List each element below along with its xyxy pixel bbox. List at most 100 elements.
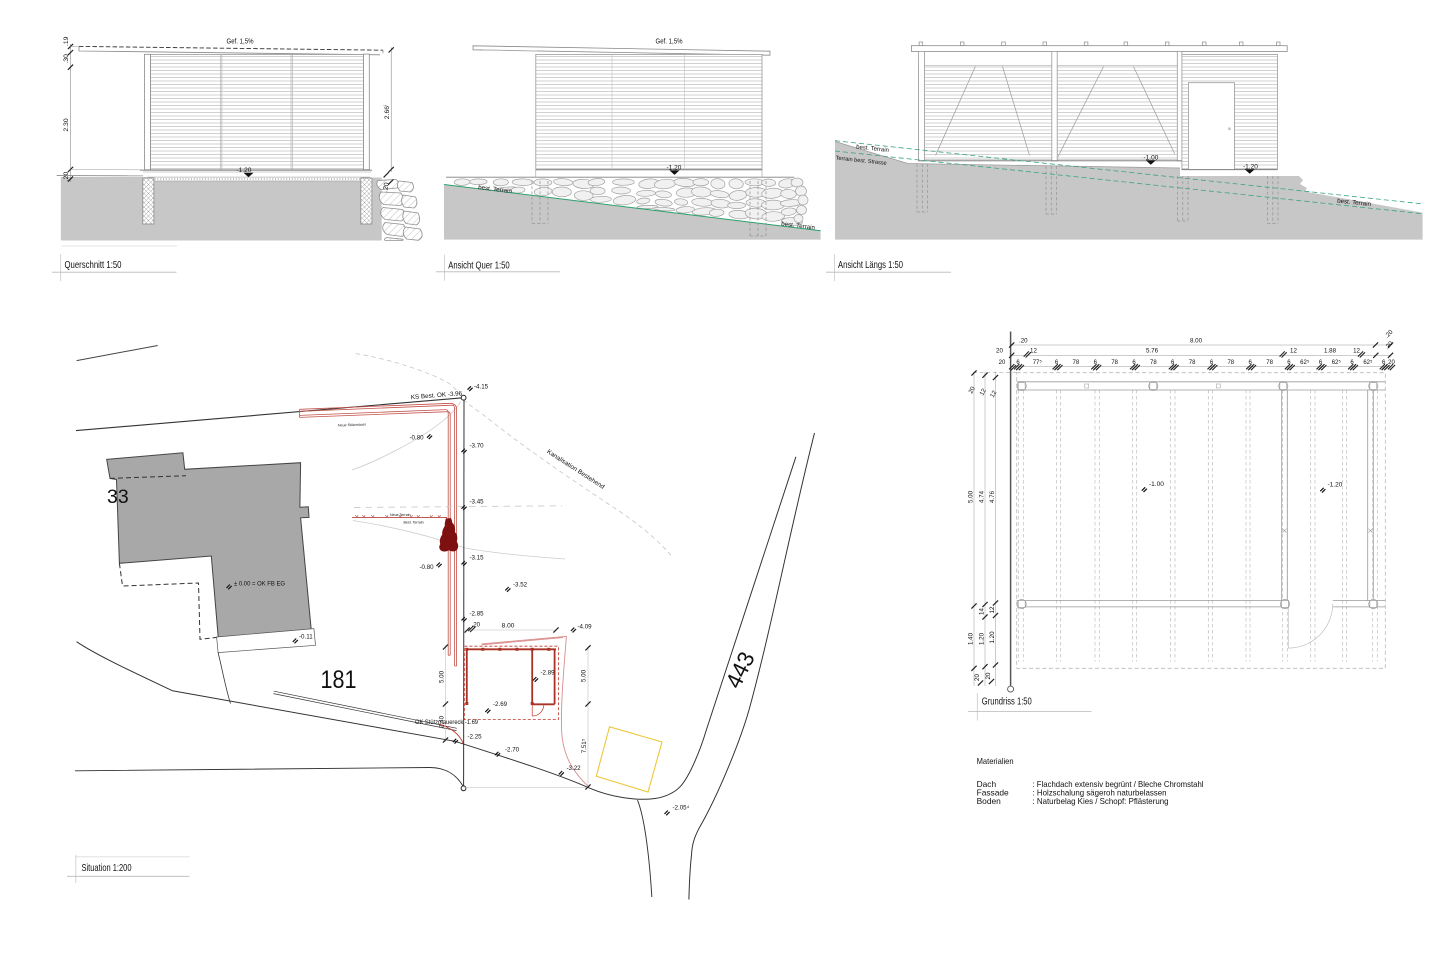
- svg-text:20: 20: [967, 385, 977, 395]
- svg-text:-0.80: -0.80: [410, 435, 425, 442]
- svg-text:1.88: 1.88: [1324, 348, 1337, 355]
- svg-text:-4.15: -4.15: [474, 383, 489, 390]
- svg-text:6: 6: [1094, 360, 1098, 366]
- svg-text:-1.00: -1.00: [1144, 154, 1159, 161]
- svg-text:443: 443: [720, 648, 760, 693]
- svg-text:-4.09: -4.09: [578, 623, 593, 630]
- svg-text:-3.52: -3.52: [513, 581, 528, 588]
- svg-text:-0.11: -0.11: [299, 634, 313, 641]
- svg-text:Grundriss 1:50: Grundriss 1:50: [982, 696, 1032, 708]
- svg-text:8.00: 8.00: [1190, 338, 1203, 345]
- svg-text:Situation 1:200: Situation 1:200: [82, 862, 132, 874]
- svg-text:5.00: 5.00: [967, 490, 974, 503]
- svg-text:Dach: Dach: [977, 779, 997, 789]
- svg-text:5.00: 5.00: [581, 669, 588, 682]
- svg-text:6: 6: [1382, 360, 1386, 366]
- svg-text:78: 78: [1111, 360, 1118, 366]
- svg-text:KS Best. OK -3.96: KS Best. OK -3.96: [411, 390, 463, 401]
- svg-text:20: 20: [999, 360, 1006, 366]
- svg-text:-0.80: -0.80: [420, 564, 435, 571]
- svg-text:-3.15: -3.15: [470, 554, 485, 561]
- svg-text:.20: .20: [472, 622, 481, 629]
- svg-text:62⁵: 62⁵: [1332, 359, 1342, 366]
- svg-text:best. Terrain: best. Terrain: [856, 145, 889, 154]
- svg-text:12: 12: [1030, 348, 1037, 355]
- svg-text:1.40: 1.40: [967, 632, 974, 645]
- svg-text:best. Terrain: best. Terrain: [1337, 198, 1372, 209]
- svg-text:Gef. 1,5%: Gef. 1,5%: [656, 39, 683, 46]
- svg-text:-3.22: -3.22: [567, 765, 582, 772]
- svg-text:12: 12: [1290, 348, 1297, 355]
- svg-text:6: 6: [1210, 360, 1214, 366]
- svg-text:6: 6: [1287, 360, 1291, 366]
- svg-text:4.74: 4.74: [978, 490, 985, 503]
- svg-text:-2.85: -2.85: [470, 610, 485, 617]
- svg-text:6: 6: [1171, 360, 1175, 366]
- svg-text:Best. Terrain: Best. Terrain: [404, 521, 424, 525]
- svg-text:12: 12: [978, 387, 988, 397]
- svg-text:20: 20: [996, 348, 1003, 355]
- svg-text:20: 20: [985, 672, 992, 679]
- svg-text:Neue Terrain: Neue Terrain: [390, 513, 411, 517]
- svg-text:6: 6: [1319, 360, 1323, 366]
- svg-text:: Naturbelag Kies / Schopf: Pf: : Naturbelag Kies / Schopf: Pflästerung: [1033, 796, 1169, 806]
- svg-text:.20: .20: [1383, 328, 1394, 339]
- svg-text:181: 181: [321, 666, 357, 694]
- svg-text:-1.20: -1.20: [1328, 481, 1343, 488]
- svg-text:.20: .20: [382, 182, 391, 193]
- svg-text:Querschnitt 1:50: Querschnitt 1:50: [65, 259, 122, 271]
- svg-text:6: 6: [1249, 360, 1253, 366]
- svg-text:2.66ⁱ: 2.66ⁱ: [383, 105, 391, 119]
- svg-text:4.76: 4.76: [989, 490, 996, 503]
- svg-text:2.40: 2.40: [438, 715, 445, 728]
- svg-text:12: 12: [989, 389, 999, 399]
- svg-text:78: 78: [1227, 360, 1234, 366]
- svg-text:OK Stützmauereck -1.69: OK Stützmauereck -1.69: [415, 719, 478, 726]
- svg-text:Neue Stützmauer: Neue Stützmauer: [338, 422, 367, 427]
- svg-text:78: 78: [1150, 360, 1157, 366]
- svg-text:Ansicht Längs 1:50: Ansicht Längs 1:50: [838, 259, 903, 271]
- svg-text:Boden: Boden: [977, 796, 1002, 806]
- svg-text:8.00: 8.00: [502, 622, 515, 629]
- svg-text:-3.70: -3.70: [470, 442, 485, 449]
- svg-text:Materialien: Materialien: [977, 756, 1014, 766]
- svg-text:62⁵: 62⁵: [1363, 359, 1373, 366]
- svg-text:77⁵: 77⁵: [1033, 359, 1043, 366]
- svg-text:Terrain best. Strasse: Terrain best. Strasse: [835, 156, 887, 167]
- svg-text:-1.00: -1.00: [1149, 481, 1164, 488]
- svg-text:78: 78: [1266, 360, 1273, 366]
- svg-text:-1.20: -1.20: [237, 167, 252, 174]
- svg-text:-2.05⁴: -2.05⁴: [673, 804, 690, 811]
- svg-text:-2.89: -2.89: [541, 670, 556, 677]
- svg-text:-1.20: -1.20: [667, 165, 682, 172]
- svg-text:12: 12: [1353, 348, 1360, 355]
- svg-text:Fassade: Fassade: [977, 787, 1009, 797]
- svg-text:-3.45: -3.45: [470, 498, 485, 505]
- svg-text:.20: .20: [1383, 340, 1394, 351]
- svg-text:5.76: 5.76: [1146, 348, 1159, 355]
- svg-text:20: 20: [1388, 360, 1395, 366]
- svg-text:-2.69: -2.69: [493, 701, 508, 708]
- svg-text:78: 78: [1073, 360, 1080, 366]
- svg-text:.20: .20: [63, 172, 70, 182]
- svg-text:best. Terrain: best. Terrain: [781, 221, 816, 232]
- svg-text:-2.25: -2.25: [468, 734, 483, 741]
- svg-text:33: 33: [107, 486, 129, 508]
- svg-text:12: 12: [989, 606, 996, 613]
- svg-text:6: 6: [1055, 360, 1059, 366]
- svg-text:6: 6: [1016, 360, 1020, 366]
- svg-text:best. Terrain: best. Terrain: [478, 184, 513, 195]
- svg-text:.20: .20: [1019, 338, 1028, 345]
- svg-text:: Flachdach extensiv begrünt /: : Flachdach extensiv begrünt / Bleche Ch…: [1033, 779, 1204, 789]
- svg-text:Gef. 1,5%: Gef. 1,5%: [227, 39, 254, 46]
- svg-text:1.20: 1.20: [978, 632, 985, 645]
- svg-text:1.20: 1.20: [989, 631, 996, 644]
- svg-text:-1.20: -1.20: [1243, 163, 1258, 170]
- svg-text:.19: .19: [63, 36, 70, 46]
- svg-text:-2.70: -2.70: [505, 746, 520, 753]
- svg-text:Kanalisation Bestehend: Kanalisation Bestehend: [545, 448, 606, 491]
- svg-text:78: 78: [1189, 360, 1196, 366]
- svg-text:.30: .30: [63, 54, 70, 64]
- svg-text:6: 6: [1132, 360, 1136, 366]
- svg-text:6: 6: [1350, 360, 1354, 366]
